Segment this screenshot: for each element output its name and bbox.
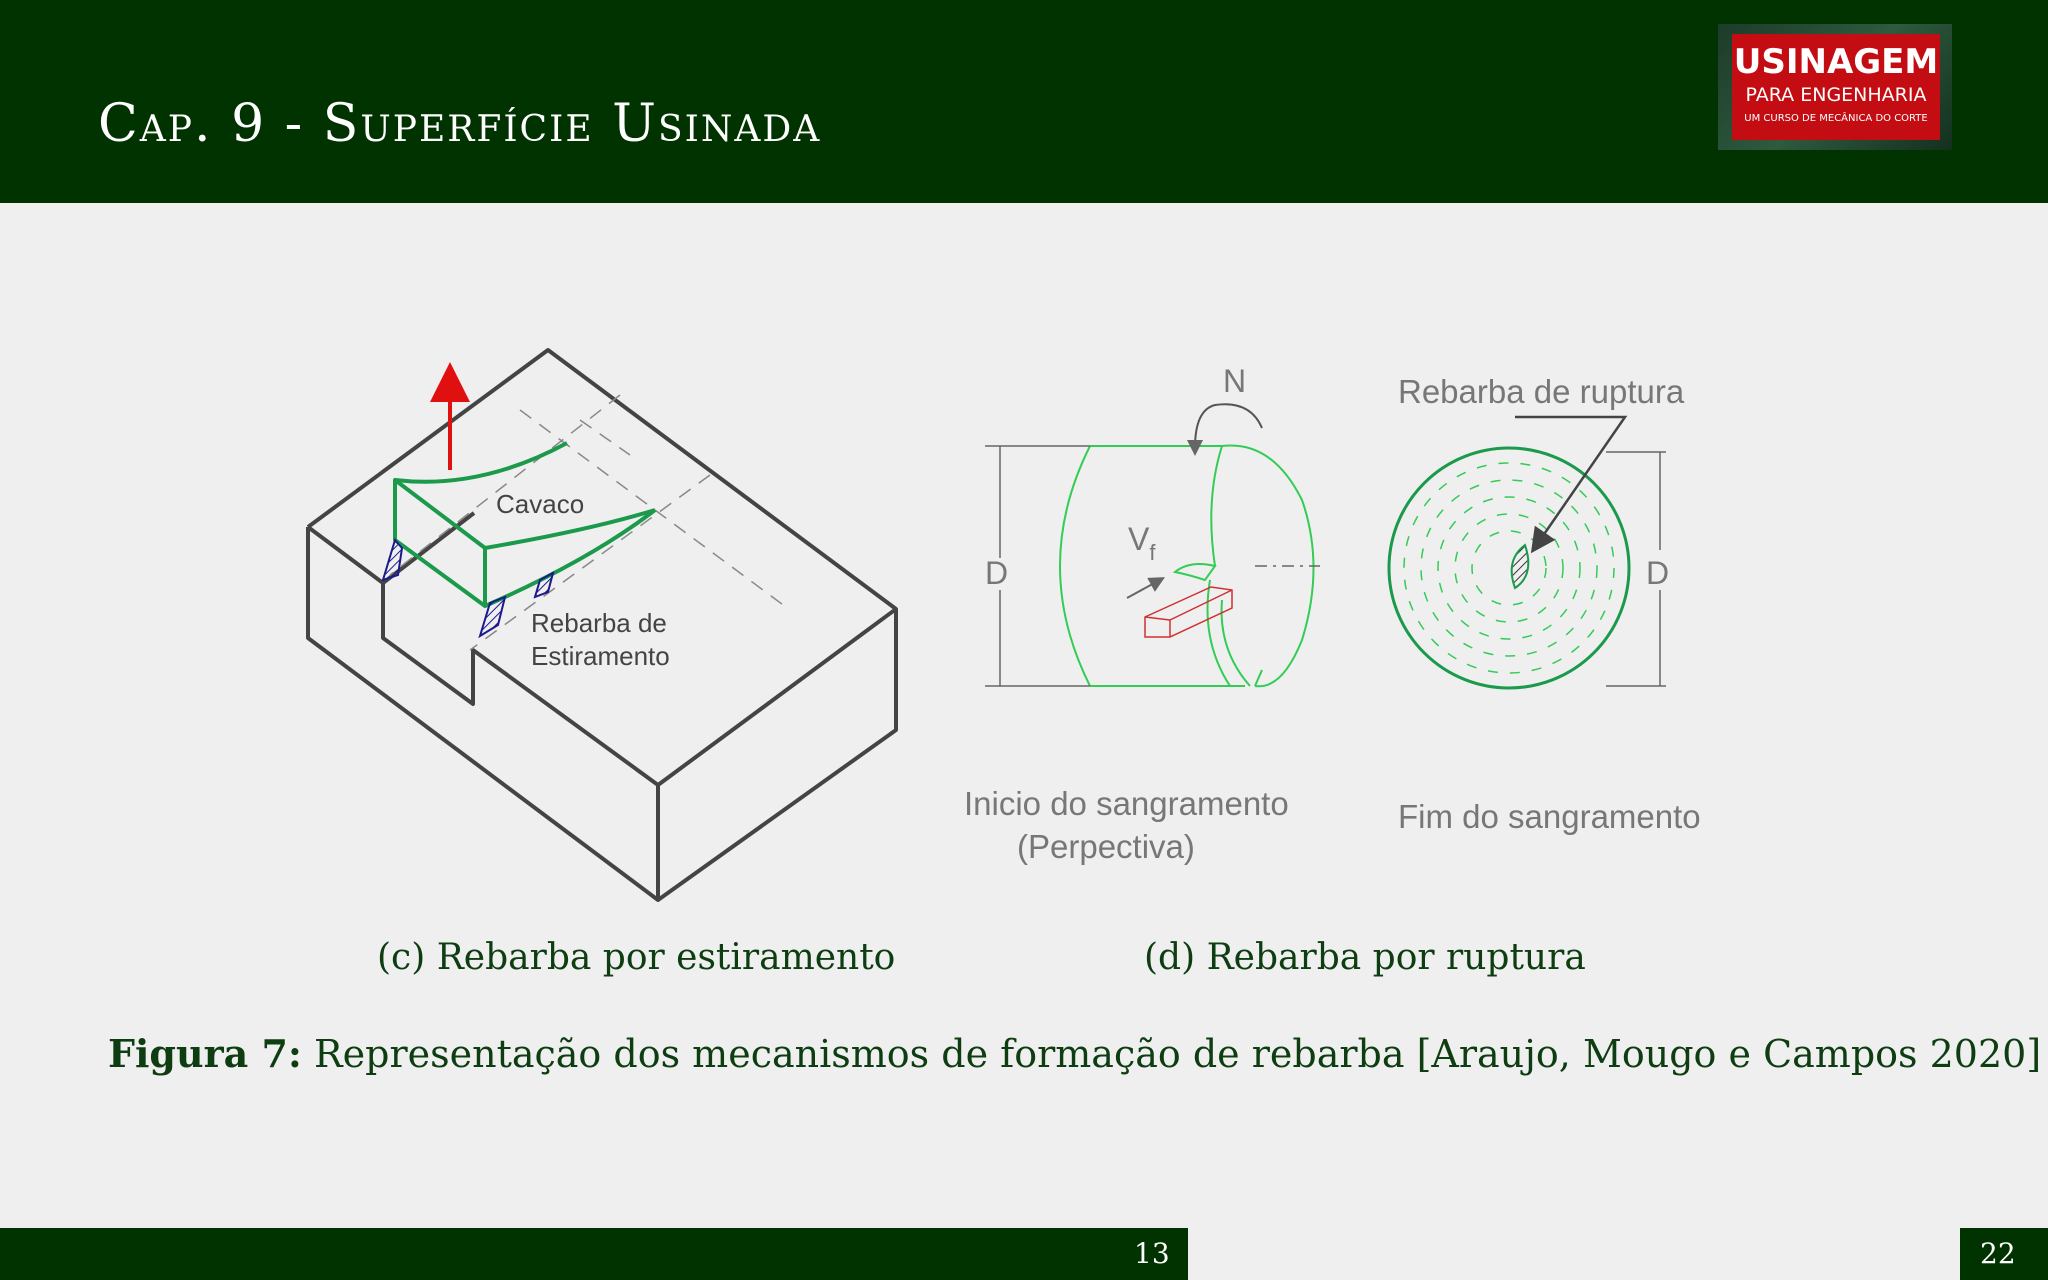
end-view-disc [1387,446,1631,690]
label-chip: Cavaco [496,489,584,519]
header-bar [0,0,2048,203]
slide-title: Cap. 9 - Superfície Usinada [98,94,822,154]
burr-rupture-diagram: N Vf D D Rebarba de ruptura Inicio do sa… [964,363,1701,865]
rupture-leader [1515,415,1628,554]
burr-stretching-diagram: Cavaco Rebarba de Estiramento [306,348,898,902]
burr-hatch-mid [478,595,507,639]
burr-hatch-left [381,537,404,582]
chip-shape [393,441,657,608]
footer-page-box [1960,1228,2048,1280]
dimension-right [1606,451,1666,687]
dimension-left [985,445,1320,687]
subcaption-d: (d) Rebarba por ruptura [1144,937,1586,978]
label-burr-line2: Estiramento [531,641,670,671]
figure-caption-label: Figura 7: [108,1031,302,1076]
label-d-left: D [985,555,1008,591]
logo-line2: PARA ENGENHARIA [1745,84,1927,106]
label-burr-line1: Rebarba de [531,608,667,638]
label-n: N [1223,363,1246,399]
footer-section-number: 13 [1134,1237,1170,1270]
footer-bar [0,1228,1188,1280]
subcaption-c: (c) Rebarba por estiramento [377,937,896,978]
label-rupture: Rebarba de ruptura [1398,373,1685,410]
figure-caption-text: Representação dos mecanismos de formação… [301,1032,2042,1076]
footer-page-number: 22 [1980,1237,2016,1270]
feed-arrow [1126,577,1166,599]
logo-line1: USINAGEM [1733,42,1939,82]
parting-tool [1144,586,1233,638]
label-start-line2: (Perpectiva) [1017,828,1195,865]
label-start-line1: Inicio do sangramento [964,785,1289,822]
figure-caption: Figura 7: Representação dos mecanismos d… [108,1032,2042,1076]
rotation-arrow [1187,403,1263,456]
course-logo: USINAGEM PARA ENGENHARIA UM CURSO DE MEC… [1718,24,1952,150]
label-v: Vf [1128,521,1156,565]
label-end: Fim do sangramento [1398,798,1701,835]
cylinder-perspective [1059,444,1315,688]
logo-badge: USINAGEM PARA ENGENHARIA UM CURSO DE MEC… [1732,34,1940,140]
logo-line3: UM CURSO DE MECÂNICA DO CORTE [1744,113,1928,124]
end-view-spiral [1403,462,1615,674]
label-d-right: D [1646,555,1669,591]
rupture-burr-hatch [1510,543,1530,590]
burr-hatch-right [533,571,555,599]
